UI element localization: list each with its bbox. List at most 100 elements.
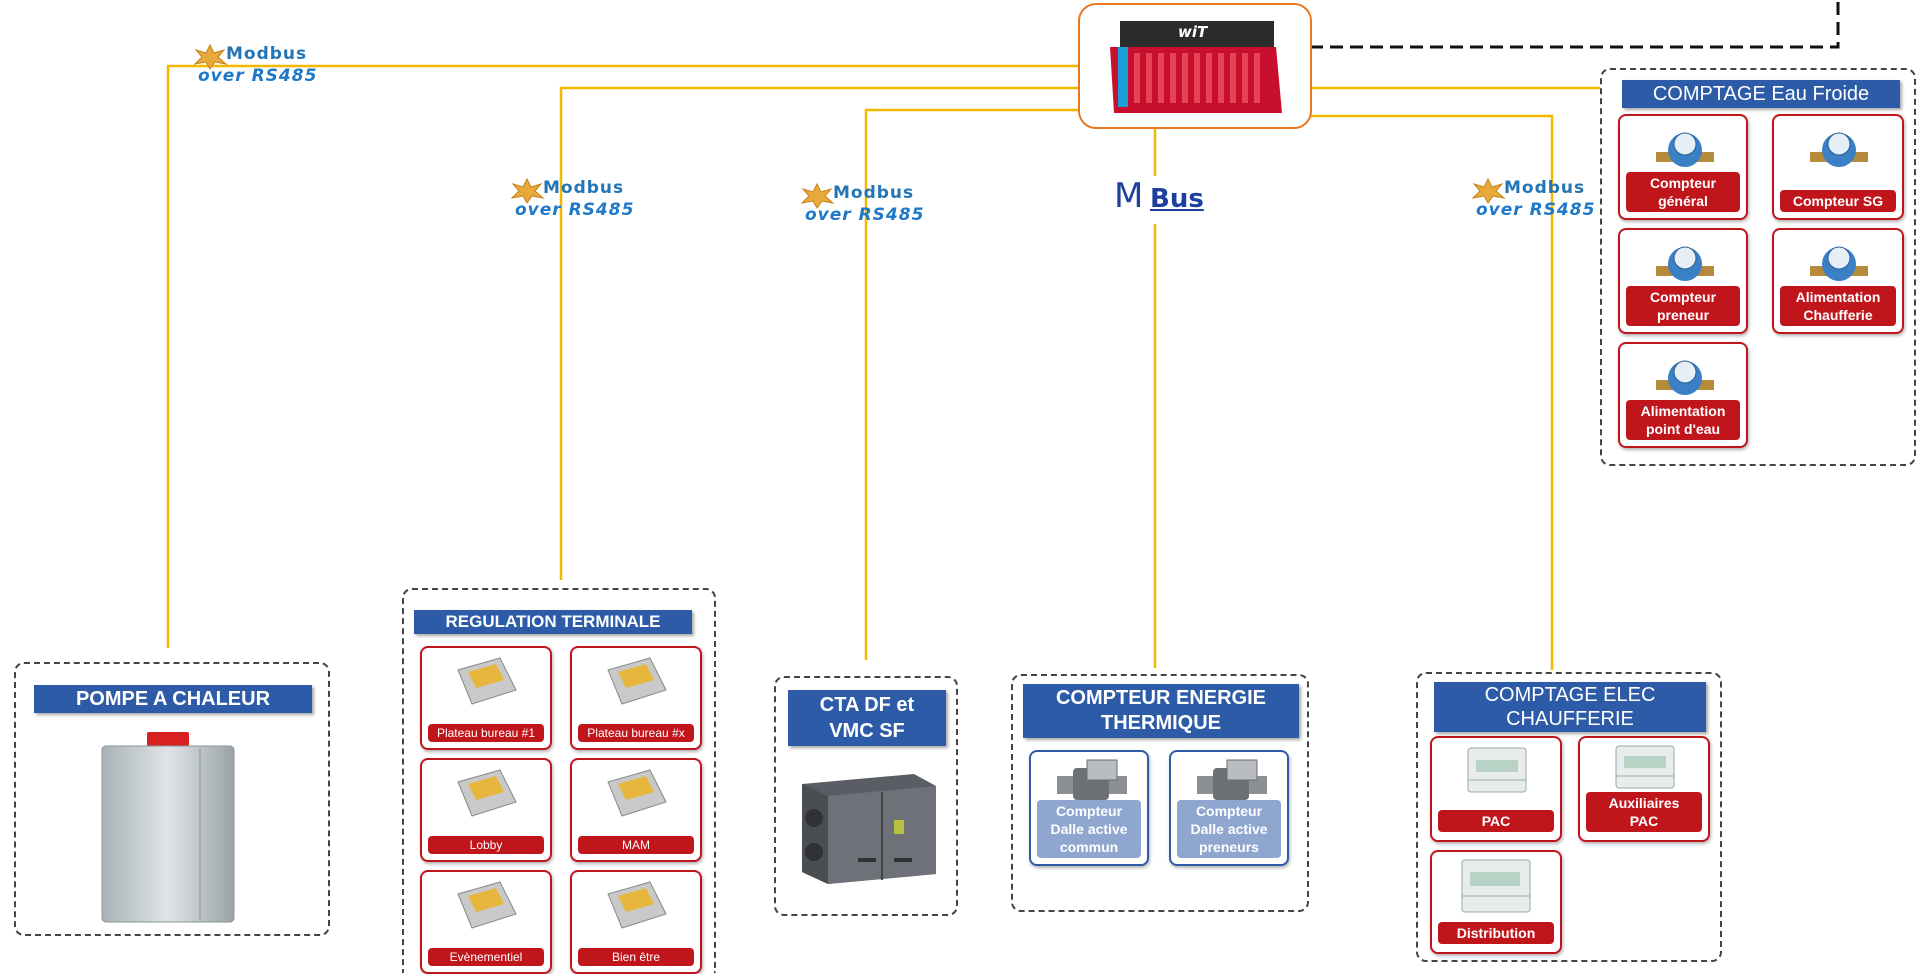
- device-label-line1: Compteur SG: [1792, 193, 1884, 209]
- electric-meter-icon: [1615, 745, 1675, 789]
- device-card[interactable]: Evènementiel: [420, 870, 552, 974]
- group-title-line2: THERMIQUE: [1101, 712, 1221, 734]
- device-label: Compteur Dalle active commun: [1037, 800, 1141, 858]
- device-card[interactable]: Compteur Dalle active preneurs: [1169, 750, 1289, 866]
- group-title: COMPTAGE ELEC CHAUFFERIE: [1434, 682, 1706, 732]
- group-title: CTA DF et VMC SF: [788, 690, 946, 746]
- modbus-label: Modbus: [833, 183, 915, 203]
- link-cta: [864, 108, 1080, 660]
- water-meter-icon: [1810, 132, 1868, 167]
- mbus-logo: M Bus: [1114, 176, 1234, 224]
- modbus-label: Modbus: [1504, 178, 1586, 198]
- device-card[interactable]: Alimentation point d'eau: [1618, 342, 1748, 448]
- mbus-prefix: M: [1114, 176, 1144, 216]
- device-card[interactable]: Compteur preneur: [1618, 228, 1748, 334]
- device-label: Plateau bureau #1: [428, 724, 544, 742]
- controller-box[interactable]: wiT: [1078, 3, 1312, 129]
- modbus-star-icon: [510, 178, 545, 204]
- group-title-line2: VMC SF: [829, 720, 905, 742]
- device-label-line3: commun: [1059, 839, 1119, 855]
- device-card[interactable]: Alimentation Chaufferie: [1772, 228, 1904, 334]
- thermostat-icon: [457, 657, 517, 705]
- device-label-line2: Dalle active: [1050, 821, 1128, 837]
- group-title: COMPTAGE Eau Froide: [1622, 80, 1900, 108]
- device-label-line2: général: [1658, 193, 1708, 209]
- device-label-line2: Dalle active: [1190, 821, 1268, 837]
- device-label-line1: Compteur: [1649, 289, 1717, 305]
- device-card[interactable]: Lobby: [420, 758, 552, 862]
- modbus-star-icon: [193, 44, 228, 70]
- device-label: Lobby: [428, 836, 544, 854]
- device-card[interactable]: Compteur Dalle active commun: [1029, 750, 1149, 866]
- device-card[interactable]: Bien être: [570, 870, 702, 974]
- device-label: Compteur preneur: [1626, 286, 1740, 326]
- thermostat-icon: [457, 881, 517, 929]
- device-label: Compteur SG: [1780, 190, 1896, 212]
- device-label: Compteur général: [1626, 172, 1740, 212]
- device-label: Evènementiel: [428, 948, 544, 966]
- device-card[interactable]: PAC: [1430, 736, 1562, 842]
- device-label-line1: Compteur: [1195, 803, 1263, 819]
- electric-meter-icon: [1461, 859, 1531, 913]
- device-card[interactable]: MAM: [570, 758, 702, 862]
- modbus-label: Modbus: [226, 44, 308, 64]
- group-title-line2: CHAUFFERIE: [1506, 708, 1634, 730]
- rs485-label: over RS485: [515, 200, 635, 220]
- device-label: Distribution: [1438, 922, 1554, 944]
- group-cta: CTA DF et VMC SF: [774, 676, 958, 916]
- device-label-line1: Alimentation: [1640, 403, 1726, 419]
- device-card[interactable]: Compteur SG: [1772, 114, 1904, 220]
- water-meter-icon: [1656, 132, 1714, 167]
- rs485-label: over RS485: [805, 205, 925, 225]
- device-label: Bien être: [578, 948, 694, 966]
- device-card[interactable]: Compteur général: [1618, 114, 1748, 220]
- link-network: [1310, 0, 1840, 49]
- device-label-line1: Alimentation: [1795, 289, 1881, 305]
- rs485-label: over RS485: [198, 66, 318, 86]
- group-pompe-a-chaleur: POMPE A CHALEUR: [14, 662, 330, 936]
- device-label-line1: Compteur: [1055, 803, 1123, 819]
- group-title: COMPTEUR ENERGIE THERMIQUE: [1023, 684, 1299, 738]
- modbus-logo-regulation: Modbus over RS485: [507, 178, 657, 238]
- thermostat-icon: [607, 881, 667, 929]
- group-regulation-terminale: REGULATION TERMINALE Plateau bureau #1 P…: [402, 588, 716, 974]
- device-label-line2: Chaufferie: [1803, 307, 1873, 323]
- modbus-label: Modbus: [543, 178, 625, 198]
- thermostat-icon: [607, 769, 667, 817]
- group-title: POMPE A CHALEUR: [34, 685, 312, 713]
- device-label: Compteur Dalle active preneurs: [1177, 800, 1281, 858]
- device-label-line2: preneur: [1656, 307, 1710, 323]
- modbus-logo-cta: Modbus over RS485: [797, 183, 947, 243]
- device-card[interactable]: Auxiliaires PAC: [1578, 736, 1710, 842]
- device-card[interactable]: Plateau bureau #1: [420, 646, 552, 750]
- link-regulation: [559, 86, 1080, 580]
- thermostat-icon: [607, 657, 667, 705]
- group-compteur-energie-thermique: COMPTEUR ENERGIE THERMIQUE Compteur Dall…: [1011, 674, 1309, 912]
- link-pac: [166, 64, 1080, 648]
- device-label-line1: Auxiliaires: [1608, 795, 1680, 811]
- water-meter-icon: [1656, 246, 1714, 281]
- device-card[interactable]: Distribution: [1430, 850, 1562, 954]
- group-title-line1: COMPTAGE ELEC: [1484, 684, 1656, 706]
- heat-pump-icon: [101, 732, 235, 923]
- device-label-line2: point d'eau: [1645, 421, 1721, 437]
- device-label: Alimentation point d'eau: [1626, 400, 1740, 440]
- device-label: MAM: [578, 836, 694, 854]
- device-label-line1: PAC: [1481, 813, 1511, 829]
- device-card[interactable]: Plateau bureau #x: [570, 646, 702, 750]
- modbus-star-icon: [1471, 178, 1506, 204]
- device-label-line3: preneurs: [1199, 839, 1259, 855]
- energy-meter-icon: [1197, 759, 1267, 800]
- group-title-line1: CTA DF et: [819, 694, 915, 716]
- group-title: REGULATION TERMINALE: [414, 610, 692, 634]
- group-comptage-elec-chaufferie: COMPTAGE ELEC CHAUFFERIE PAC Auxiliaires…: [1416, 672, 1722, 962]
- rs485-label: over RS485: [1476, 200, 1596, 220]
- device-label-line1: Compteur: [1649, 175, 1717, 191]
- mbus-label: Bus: [1150, 184, 1204, 214]
- modbus-logo-pac: Modbus over RS485: [190, 44, 340, 104]
- air-handling-unit-icon: [802, 774, 936, 884]
- device-label: Plateau bureau #x: [578, 724, 694, 742]
- device-label: Alimentation Chaufferie: [1780, 286, 1896, 326]
- group-comptage-eau-froide: COMPTAGE Eau Froide Compteur général Com…: [1600, 68, 1916, 466]
